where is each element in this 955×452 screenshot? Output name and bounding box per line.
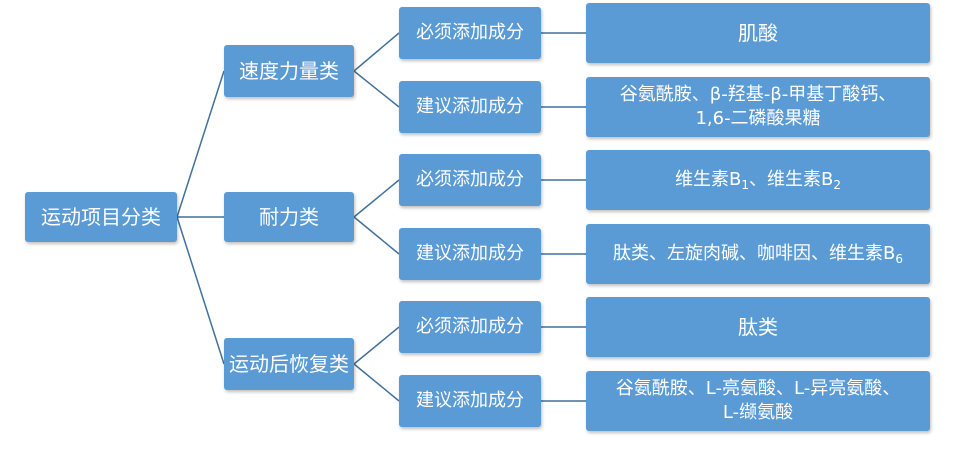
required-label: 必须添加成分 [416, 315, 524, 337]
speed-suggested-value: 谷氨酰胺、β-羟基-β-甲基丁酸钙、 1,6-二磷酸果糖 [586, 77, 930, 137]
required-label: 必须添加成分 [416, 21, 524, 43]
category-speed-strength: 速度力量类 [224, 45, 354, 97]
endurance-suggested-node: 建议添加成分 [399, 228, 541, 280]
connector-endurance-suggested [353, 216, 400, 255]
value-text: 肽类、左旋肉碱、咖啡因、维生素B6 [613, 242, 903, 266]
endurance-required-node: 必须添加成分 [399, 154, 541, 206]
value-text: 肽类 [738, 314, 778, 339]
connector-recovery-required [353, 326, 400, 365]
recovery-suggested-node: 建议添加成分 [399, 375, 541, 427]
connector-root-recovery [176, 216, 225, 365]
suggested-text: 肽类、左旋肉碱、咖啡因、维生素B [613, 242, 896, 264]
root-node: 运动项目分类 [25, 192, 177, 242]
speed-required-value: 肌酸 [586, 3, 930, 63]
value-line-2: 1,6-二磷酸果糖 [695, 108, 821, 129]
recovery-required-node: 必须添加成分 [399, 301, 541, 353]
speed-required-node: 必须添加成分 [399, 7, 541, 59]
connector-speed-suggested [353, 70, 400, 108]
value-line-1: 谷氨酰胺、β-羟基-β-甲基丁酸钙、 [619, 83, 897, 105]
recovery-required-value: 肽类 [586, 297, 930, 357]
vitamin-b6-subscript: 6 [895, 251, 903, 266]
suggested-label: 建议添加成分 [416, 95, 524, 117]
vitamin-b2-text: 、维生素B [749, 168, 834, 190]
category-endurance: 耐力类 [224, 192, 354, 242]
value-line-2: L-缬氨酸 [722, 402, 794, 423]
value-text: 肌酸 [738, 20, 778, 45]
root-label: 运动项目分类 [41, 204, 161, 229]
value-line-1: 谷氨酰胺、L-亮氨酸、L-异亮氨酸、 [615, 377, 901, 399]
category-label: 速度力量类 [239, 58, 339, 83]
category-label: 耐力类 [259, 204, 319, 229]
connector-recovery-suggested [353, 363, 400, 402]
connector-endurance-required [353, 179, 400, 218]
connector-speed-required [353, 32, 400, 72]
endurance-suggested-value: 肽类、左旋肉碱、咖啡因、维生素B6 [586, 224, 930, 284]
vitamin-b1-text: 维生素B [675, 168, 742, 190]
category-recovery: 运动后恢复类 [224, 338, 354, 390]
vitamin-b2-subscript: 2 [833, 177, 841, 192]
endurance-required-value: 维生素B1、维生素B2 [586, 150, 930, 210]
suggested-label: 建议添加成分 [416, 389, 524, 411]
suggested-label: 建议添加成分 [416, 242, 524, 264]
recovery-suggested-value: 谷氨酰胺、L-亮氨酸、L-异亮氨酸、 L-缬氨酸 [586, 371, 930, 431]
category-label: 运动后恢复类 [229, 351, 349, 376]
required-label: 必须添加成分 [416, 168, 524, 190]
connector-root-speed [176, 70, 225, 218]
speed-suggested-node: 建议添加成分 [399, 81, 541, 133]
value-text: 维生素B1、维生素B2 [675, 168, 841, 192]
vitamin-b1-subscript: 1 [741, 177, 749, 192]
